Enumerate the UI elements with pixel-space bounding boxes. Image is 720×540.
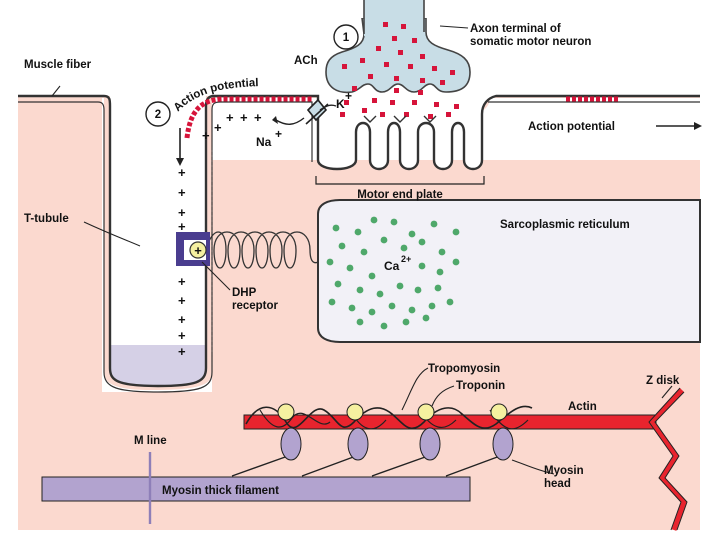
ach-receptors: [363, 115, 437, 123]
terminal-arrow-icon: [176, 158, 184, 166]
label-ach: ACh: [294, 55, 318, 67]
axon-terminal-neck: [364, 0, 424, 36]
svg-text:+: +: [178, 185, 186, 200]
label-k-ion-charge: +: [345, 89, 352, 103]
actin-filament: [243, 414, 657, 430]
label-calcium: Ca: [384, 259, 400, 273]
svg-text:+: +: [178, 312, 186, 327]
svg-text:+: +: [178, 293, 186, 308]
ion-arrow-na: [275, 117, 305, 125]
step-1-circle: [333, 24, 359, 50]
z-disk-outline: [648, 387, 688, 531]
action-potential-band: [184, 96, 312, 139]
t-tubule-lumen: [110, 96, 206, 386]
label-action-potential-right: Action potential: [528, 121, 615, 133]
dhp-ryr-linker: [205, 231, 319, 269]
ap-direction-arrowhead: [694, 122, 702, 130]
axon-terminal: [325, 17, 471, 94]
svg-text:+: +: [226, 110, 234, 125]
svg-text:+: +: [178, 219, 186, 234]
label-t-tubule: T-tubule: [24, 213, 69, 225]
myosin-thick-filament: [41, 476, 471, 502]
label-sarcoplasmic-reticulum: Sarcoplasmic reticulum: [500, 219, 630, 231]
troponin-complexes: [277, 403, 508, 421]
step-2-circle: [145, 101, 171, 127]
label-z-disk: Z disk: [646, 375, 680, 387]
label-myosin-head-2: head: [544, 478, 571, 490]
label-motor-end-plate: Motor end plate: [357, 189, 443, 201]
step-1-number: 1: [343, 32, 350, 44]
svg-text:+: +: [178, 328, 186, 343]
label-actin: Actin: [568, 401, 597, 413]
dhp-receptor-charge-sign: +: [194, 243, 202, 258]
calcium-ions: [326, 216, 460, 330]
label-na-ion: Na: [256, 135, 272, 149]
ach-molecules: [340, 22, 459, 119]
svg-text:+: +: [178, 205, 186, 220]
ion-arrow-k: [319, 104, 337, 111]
label-tropomyosin: Tropomyosin: [428, 363, 500, 375]
svg-text:+: +: [202, 128, 210, 143]
label-na-ion-charge: +: [275, 127, 282, 141]
label-dhp-2: receptor: [232, 300, 279, 312]
axon-terminal-neck-outline: [363, 0, 425, 34]
sarcolemma-inner: [18, 101, 700, 393]
dhp-receptor-charge: [189, 241, 207, 259]
label-m-line: M line: [134, 435, 167, 447]
label-calcium-charge: 2+: [401, 254, 411, 264]
label-troponin: Troponin: [456, 380, 505, 392]
label-dhp-1: DHP: [232, 287, 257, 299]
t-tubule-lumen-bottom: [110, 345, 206, 386]
motor-end-plate-bracket: [315, 176, 485, 185]
tropomyosin-strand: [245, 405, 533, 430]
ion-arrow-na-head: [272, 116, 278, 124]
svg-text:+: +: [254, 110, 262, 125]
z-disk: [648, 388, 687, 531]
svg-text:+: +: [214, 120, 222, 135]
label-myosin-thick-filament: Myosin thick filament: [162, 485, 279, 497]
sarcolemma: [18, 94, 700, 388]
svg-text:+: +: [178, 274, 186, 289]
label-axon-terminal-1: Axon terminal of: [470, 23, 561, 35]
label-muscle-fiber: Muscle fiber: [24, 59, 92, 71]
svg-text:+: +: [240, 110, 248, 125]
svg-text:+: +: [178, 165, 186, 180]
label-axon-terminal-2: somatic motor neuron: [470, 36, 591, 48]
label-myosin-head-1: Myosin: [544, 465, 584, 477]
svg-text:+: +: [178, 344, 186, 359]
myosin-heads: [231, 427, 514, 477]
step-2-number: 2: [155, 109, 161, 121]
label-k-ion: K: [336, 97, 345, 111]
membrane-charges: + + + + + + + + + + + + + +: [178, 110, 262, 359]
leader-lines: [51, 25, 673, 475]
